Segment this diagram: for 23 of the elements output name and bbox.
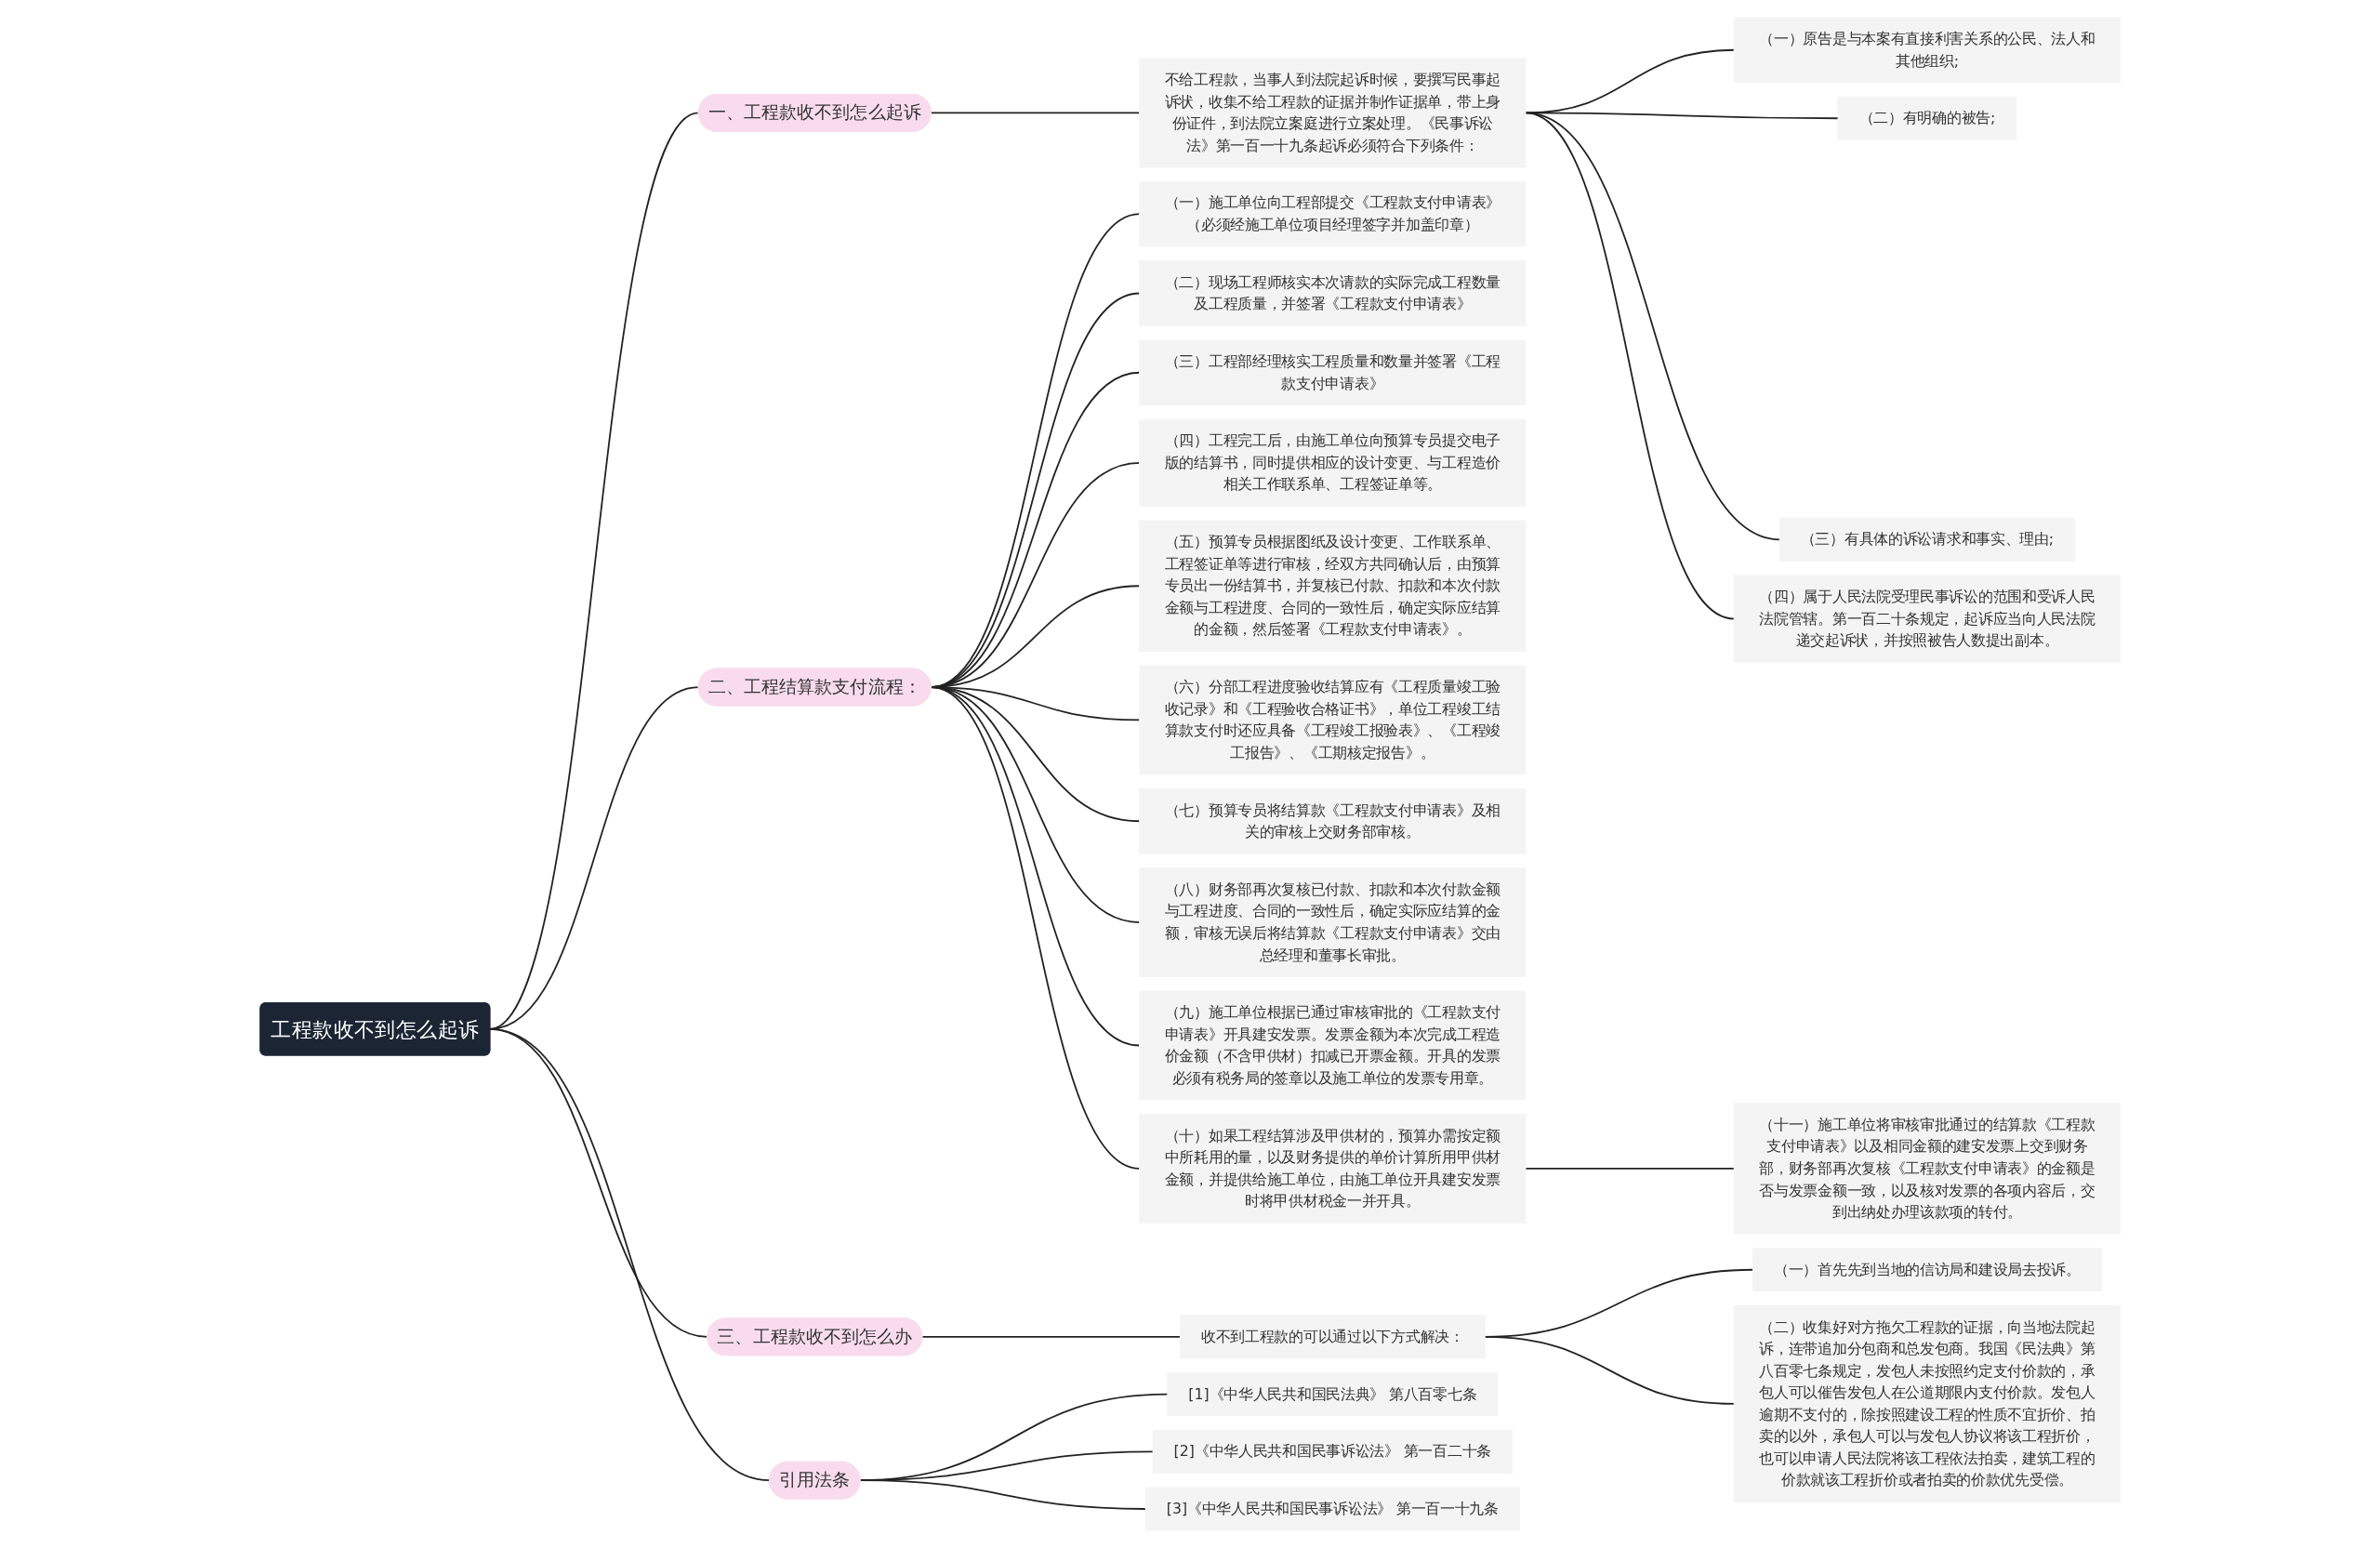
node-box: （六）分部工程进度验收结算应有《工程质量竣工验收记录》和《工程验收合格证书》，单位工程竣工结算款支付时还应具备《工程竣工报验表》、《工程竣工报告》、《工期核定报告》。 [1138,665,1527,775]
node-box: （一）原告是与本案有直接利害关系的公民、法人和其他组织; [1733,17,2121,84]
node-box: （四）工程完工后，由施工单位向预算专员提交电子版的结算书，同时提供相应的设计变更、与工程造价相关工作联系单、工程签证单等。 [1138,418,1527,507]
node-box: （二）收集好对方拖欠工程款的证据，向当地法院起诉，连带追加分包商和总发包商。我国《民法典》第八百零七条规定，发包人未按照约定支付价款的，承包人可以催告发包人在公道期限内支付价款。发包人逾期不支付的，除按照建设工程的性质不宜折价、拍卖的以外，承包人可以与发包人协议将该工程折价，也可以申请人民法院将该工程依法拍卖，建筑工程的价款就该工程折价或者拍卖的价款优先受偿。 [1733,1304,2121,1502]
node-box: （七）预算专员将结算款《工程款支付申请表》及相关的审核上交财务部审核。 [1138,787,1527,854]
node-box: （四）属于人民法院受理民事诉讼的范围和受诉人民法院管辖。第一百二十条规定，起诉应当向人民法院递交起诉状，并按照被告人数提出副本。 [1733,575,2121,663]
node-box: （二）有明确的被告; [1837,96,2016,140]
node-box: [2]《中华人民共和国民事诉讼法》 第一百二十条 [1152,1429,1513,1474]
node-box: （二）现场工程师核实本次请款的实际完成工程数量及工程质量，并签署《工程款支付申请表》 [1138,260,1527,326]
node-box: 不给工程款，当事人到法院起诉时候，要撰写民事起诉状，收集不给工程款的证据并制作证据单，带上身份证件，到法院立案庭进行立案处理。《民事诉讼法》第一百一十九条起诉必须符合下列条件： [1138,58,1527,168]
node-box: （十）如果工程结算涉及甲供材的，预算办需按定额中所耗用的量，以及财务提供的单价计算所用甲供材金额，并提供给施工单位，由施工单位开具建安发票时将甲供材税金一并开具。 [1138,1114,1527,1224]
node-box: （八）财务部再次复核已付款、扣款和本次付款金额与工程进度、合同的一致性后，确定实际应结算的金额，审核无误后将结算款《工程款支付申请表》交由总经理和董事长审批。 [1138,867,1527,977]
node-box: （三）有具体的诉讼请求和事实、理由; [1778,517,2075,562]
node-box: 收不到工程款的可以通过以下方式解决： [1179,1315,1486,1359]
connector [1484,1335,1735,1405]
node-box: （一）施工单位向工程部提交《工程款支付申请表》（必须经施工单位项目经理签字并加盖印章） [1138,180,1527,247]
node-box: [1]《中华人民共和国民法典》 第八百零七条 [1167,1372,1499,1417]
node-box: （一）首先先到当地的信访局和建设局去投诉。 [1752,1248,2102,1292]
node-box: （十一）施工单位将审核审批通过的结算款《工程款支付申请表》以及相同金额的建安发票上交到财务部，财务部再次复核《工程款支付申请表》的金额是否与发票金额一致，以及核对发票的各项内容后，交到出纳处办理该款项的转付。 [1733,1103,2121,1235]
node-box: [3]《中华人民共和国民事诉讼法》 第一百一十九条 [1144,1487,1520,1531]
node-box: （三）工程部经理核实工程质量和数量并签署《工程款支付申请表》 [1138,339,1527,406]
node-box: （五）预算专员根据图纸及设计变更、工作联系单、工程签证单等进行审核，经双方共同确认后，由预算专员出一份结算书，并复核已付款、扣款和本次付款金额与工程进度、合同的一致性后，确定实际应结算的金额，然后签署《工程款支付申请表》。 [1138,520,1527,652]
node-box: （九）施工单位根据已通过审核审批的《工程款支付申请表》开具建安发票。发票金额为本次完成工程造价金额（不含甲供材）扣减已开票金额。开具的发票必须有税务局的签章以及施工单位的发票专用章。 [1138,990,1527,1101]
